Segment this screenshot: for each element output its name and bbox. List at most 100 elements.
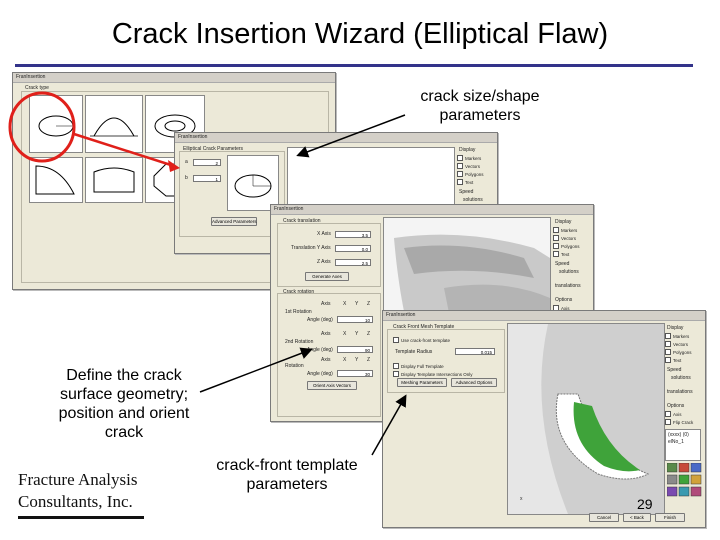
edge-crack-icon bbox=[93, 167, 135, 193]
angle-2-input[interactable]: 90 bbox=[337, 346, 373, 353]
solutions-label: solutions bbox=[559, 269, 579, 275]
polygons-checkbox[interactable]: Polygons bbox=[553, 243, 580, 249]
window-titlebar: FranInsertion bbox=[13, 73, 335, 83]
template-annotation: crack-front template parameters bbox=[216, 457, 358, 493]
back-button[interactable]: < Back bbox=[623, 513, 651, 522]
axis-checkbox[interactable]: Axis bbox=[553, 305, 570, 311]
text-checkbox[interactable]: Text bbox=[665, 357, 681, 363]
display-label: Display bbox=[555, 219, 572, 225]
corner-crack-option[interactable] bbox=[29, 157, 83, 203]
toolbar-icon-grid[interactable] bbox=[667, 463, 703, 497]
svg-text:x: x bbox=[520, 496, 523, 502]
select-icon[interactable] bbox=[667, 486, 678, 497]
flip-crack-checkbox[interactable]: Flip Crack bbox=[665, 419, 693, 425]
use-template-checkbox[interactable]: Use crack-front template bbox=[393, 337, 450, 343]
print-icon[interactable] bbox=[690, 486, 702, 497]
radio-y-3[interactable]: Y bbox=[355, 357, 359, 363]
ellipse-preview bbox=[227, 155, 279, 211]
y-axis-label: Translation Y Axis bbox=[291, 245, 331, 251]
window-titlebar: FranInsertion bbox=[271, 205, 593, 215]
fit-icon[interactable] bbox=[678, 474, 690, 485]
geometry-annotation: Define the crack surface geometry; posit… bbox=[58, 367, 190, 441]
elliptical-group-label: Elliptical Crack Parameters bbox=[183, 146, 244, 152]
elliptical-group bbox=[179, 151, 285, 237]
radio-z-1[interactable]: Z bbox=[367, 301, 371, 307]
first-rotation-label: 1st Rotation bbox=[285, 309, 312, 315]
edge-crack-option[interactable] bbox=[85, 157, 143, 203]
radio-y-1[interactable]: Y bbox=[355, 301, 359, 307]
markers-checkbox[interactable]: Markers bbox=[457, 155, 481, 161]
logo-underline bbox=[18, 516, 144, 519]
rotate-icon[interactable] bbox=[678, 463, 690, 473]
reset-icon[interactable] bbox=[690, 474, 702, 485]
slide-title: Crack Insertion Wizard (Elliptical Flaw) bbox=[111, 18, 609, 50]
light-icon[interactable] bbox=[678, 486, 690, 497]
radio-x-2[interactable]: X bbox=[343, 331, 347, 337]
view-icon[interactable] bbox=[667, 463, 678, 473]
logo-line-2: Consultants, Inc. bbox=[18, 492, 133, 511]
generate-axes-button[interactable]: Generate Axes bbox=[305, 272, 349, 281]
polygons-checkbox[interactable]: Polygons bbox=[457, 171, 484, 177]
template-group bbox=[387, 329, 505, 393]
options-label: Options bbox=[667, 403, 685, 409]
text-checkbox[interactable]: Text bbox=[553, 251, 569, 257]
template-radius-input[interactable]: 0.015 bbox=[455, 348, 495, 355]
axis-label-3: Axis bbox=[321, 357, 331, 363]
text-checkbox[interactable]: Text bbox=[457, 179, 473, 185]
half-ellipse-icon bbox=[90, 117, 138, 137]
semi-elliptical-crack-option[interactable] bbox=[85, 95, 143, 153]
angle-3-input[interactable]: 30 bbox=[337, 370, 373, 377]
radio-x-3[interactable]: X bbox=[343, 357, 347, 363]
speed-label: Speed bbox=[667, 367, 682, 373]
markers-checkbox[interactable]: Markers bbox=[553, 227, 577, 233]
window-titlebar: FranInsertion bbox=[383, 311, 705, 321]
markers-checkbox[interactable]: Markers bbox=[665, 333, 689, 339]
speed-label: Speed bbox=[459, 189, 474, 195]
options-label: Options bbox=[555, 297, 573, 303]
b-input[interactable]: 1 bbox=[193, 175, 221, 182]
axis-checkbox[interactable]: Axis bbox=[665, 411, 682, 417]
corner-crack-icon bbox=[35, 165, 75, 195]
rotation-group-label: Crack rotation bbox=[283, 289, 315, 295]
y-axis-input[interactable]: 0.0 bbox=[335, 245, 371, 252]
b-label: b bbox=[185, 175, 188, 181]
finish-button[interactable]: Finish bbox=[655, 513, 685, 522]
vectors-checkbox[interactable]: Vectors bbox=[457, 163, 480, 169]
display-full-template-checkbox[interactable]: Display Full Template bbox=[393, 363, 444, 369]
z-axis-label: Z Axis bbox=[317, 259, 331, 265]
solutions-label: solutions bbox=[463, 197, 483, 203]
polygons-checkbox[interactable]: Polygons bbox=[665, 349, 692, 355]
crack-list-line2: elNo_1 bbox=[668, 439, 684, 445]
a-label: a bbox=[185, 159, 188, 165]
title-divider bbox=[15, 64, 693, 67]
a-input[interactable]: 2 bbox=[193, 159, 221, 166]
radio-z-3[interactable]: Z bbox=[367, 357, 371, 363]
radio-y-2[interactable]: Y bbox=[355, 331, 359, 337]
advanced-parameters-button[interactable]: Advanced Parameters bbox=[211, 217, 257, 226]
zoom-icon[interactable] bbox=[667, 474, 678, 485]
crack-render: x bbox=[508, 324, 664, 514]
model-viewport[interactable]: x bbox=[507, 323, 665, 515]
vectors-checkbox[interactable]: Vectors bbox=[665, 341, 688, 347]
display-intersections-checkbox[interactable]: Display Template Intersections Only bbox=[393, 371, 472, 377]
meshing-parameters-button[interactable]: Meshing Parameters bbox=[397, 378, 447, 387]
z-axis-input[interactable]: 2.5 bbox=[335, 259, 371, 266]
radio-x-1[interactable]: X bbox=[343, 301, 347, 307]
elliptical-crack-option[interactable] bbox=[29, 95, 83, 153]
vectors-checkbox[interactable]: Vectors bbox=[553, 235, 576, 241]
cancel-button[interactable]: Cancel bbox=[589, 513, 619, 522]
crack-list[interactable]: (xxxx) (0) elNo_1 bbox=[665, 429, 701, 461]
shape-annotation: crack size/shape parameters bbox=[420, 88, 540, 124]
angle-1-input[interactable]: 10 bbox=[337, 316, 373, 323]
crack-type-group-label: Crack type bbox=[25, 85, 49, 91]
advanced-options-button[interactable]: Advanced Options bbox=[451, 378, 497, 387]
radio-z-2[interactable]: Z bbox=[367, 331, 371, 337]
crack-list-line1: (xxxx) (0) bbox=[668, 432, 689, 438]
x-axis-input[interactable]: 3.5 bbox=[335, 231, 371, 238]
translations-label: translations bbox=[555, 283, 581, 289]
pan-icon[interactable] bbox=[690, 463, 702, 473]
logo-line-1: Fracture Analysis bbox=[18, 470, 138, 489]
ellipse-preview-icon bbox=[234, 174, 272, 198]
orient-axis-vectors-button[interactable]: Orient Axis Vectors bbox=[307, 381, 357, 390]
axis-label-2: Axis bbox=[321, 331, 331, 337]
